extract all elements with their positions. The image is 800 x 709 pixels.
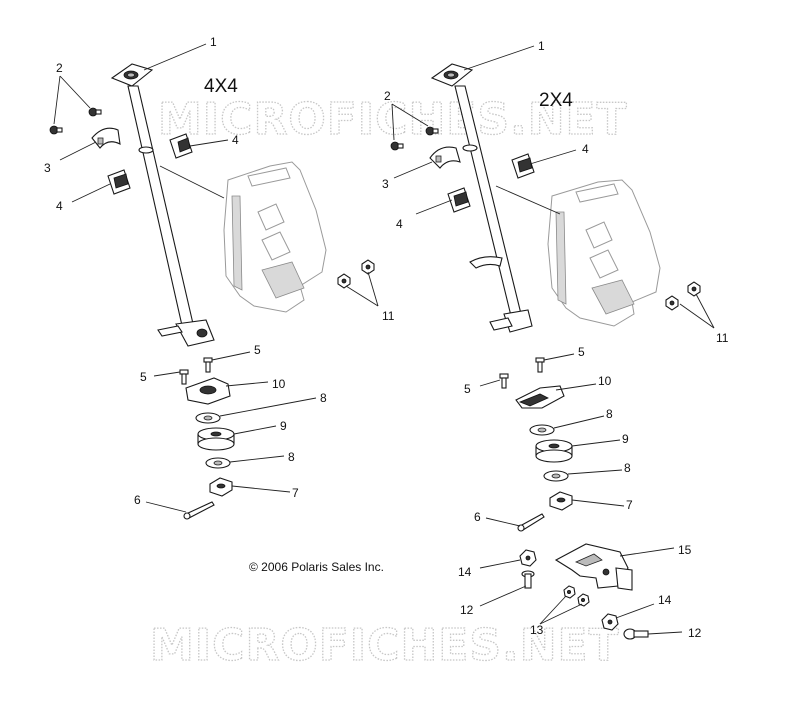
part-14-nut-lower (601, 613, 619, 631)
callout-left-7: 7 (292, 486, 299, 500)
part-15-mount-bracket (554, 543, 633, 591)
callout-right-4-lower: 4 (396, 217, 403, 231)
callout-right-14-upper: 14 (458, 565, 472, 579)
callout-right-2: 2 (384, 89, 391, 103)
callout-right-10: 10 (598, 374, 612, 388)
callout-left-8-upper: 8 (320, 391, 327, 405)
callouts-left: 1 2 3 4 4 5 5 10 8 9 8 7 6 11 (44, 35, 395, 507)
part-11-nuts-right (665, 281, 701, 311)
callout-right-13: 13 (530, 623, 544, 637)
part-8-washer-lower-right (543, 470, 569, 482)
part-1-steering-column-right (430, 63, 533, 333)
callout-left-11: 11 (382, 309, 395, 323)
callout-right-11: 11 (716, 331, 729, 345)
part-3-clamp-right (429, 146, 461, 169)
part-7-nut-left (209, 477, 233, 497)
callout-left-5-upper: 5 (254, 343, 261, 357)
copyright-notice: © 2006 Polaris Sales Inc. (249, 560, 384, 574)
part-10-bracket-left (185, 377, 231, 405)
part-4-switch-upper-right (511, 153, 535, 179)
part-13-nuts (563, 585, 590, 607)
part-8-washer-upper-left (195, 412, 221, 424)
leader-lines-right (391, 45, 715, 635)
part-9-spacer-left (197, 427, 235, 451)
callout-left-8-lower: 8 (288, 450, 295, 464)
callout-right-7: 7 (626, 498, 633, 512)
watermark-top: MICROFICHES.NET (158, 94, 628, 145)
callout-left-6: 6 (134, 493, 141, 507)
part-8-washer-lower-left (205, 457, 231, 469)
callout-right-6: 6 (474, 510, 481, 524)
console-panel-left (223, 161, 327, 313)
part-4-switch-lower-right (447, 187, 471, 213)
title-left-assembly: 4X4 (204, 76, 238, 97)
callout-right-14-lower: 14 (658, 593, 672, 607)
callout-right-12-upper: 12 (460, 603, 474, 617)
console-panel-right (547, 179, 661, 327)
callout-right-3: 3 (382, 177, 389, 191)
callout-right-12-lower: 12 (688, 626, 702, 640)
callout-right-5-upper: 5 (578, 345, 585, 359)
callout-left-2: 2 (56, 61, 63, 75)
callout-right-5-lower: 5 (464, 382, 471, 396)
part-2-screws-right (390, 126, 439, 151)
callout-right-8-upper: 8 (606, 407, 613, 421)
part-5-bolts-right (499, 357, 545, 389)
part-8-washer-upper-right (529, 424, 555, 436)
part-14-nut-upper (519, 549, 537, 567)
callout-left-1: 1 (210, 35, 217, 49)
callout-left-5-lower: 5 (140, 370, 147, 384)
part-6-cotter-pin-left (183, 501, 215, 520)
assembly-4x4: 1 2 3 4 4 5 5 10 8 9 8 7 6 11 (44, 35, 395, 520)
part-4-switch-upper-left (169, 133, 193, 159)
title-right-assembly: 2X4 (539, 90, 573, 111)
callout-left-10: 10 (272, 377, 286, 391)
part-12-bolt-upper (521, 570, 535, 589)
callout-left-4-upper: 4 (232, 133, 239, 147)
part-4-switch-lower-left (107, 169, 131, 195)
callout-left-9: 9 (280, 419, 287, 433)
part-10-bracket-right (515, 385, 565, 409)
callouts-right: 1 2 3 4 4 11 5 5 10 8 9 8 7 6 15 14 12 1… (382, 39, 729, 640)
callout-left-4-lower: 4 (56, 199, 63, 213)
part-3-clamp-left (91, 127, 121, 149)
callout-left-3: 3 (44, 161, 51, 175)
part-6-cotter-pin-right (517, 513, 545, 532)
leader-lines-left (53, 43, 379, 513)
part-1-steering-column-left (110, 63, 215, 347)
part-2-screws-left (49, 107, 102, 135)
callout-right-1: 1 (538, 39, 545, 53)
callout-right-9: 9 (622, 432, 629, 446)
callout-right-4-upper: 4 (582, 142, 589, 156)
assembly-2x4: 1 2 3 4 4 11 5 5 10 8 9 8 7 6 15 14 12 1… (382, 39, 729, 640)
callout-right-15: 15 (678, 543, 692, 557)
part-5-bolts-left (179, 357, 213, 385)
part-11-nuts-left (337, 259, 375, 289)
callout-right-8-lower: 8 (624, 461, 631, 475)
part-7-nut-right (549, 491, 573, 511)
part-9-spacer-right (535, 439, 573, 463)
watermark-bottom: MICROFICHES.NET (150, 620, 620, 671)
part-12-bolt-lower (623, 628, 649, 640)
